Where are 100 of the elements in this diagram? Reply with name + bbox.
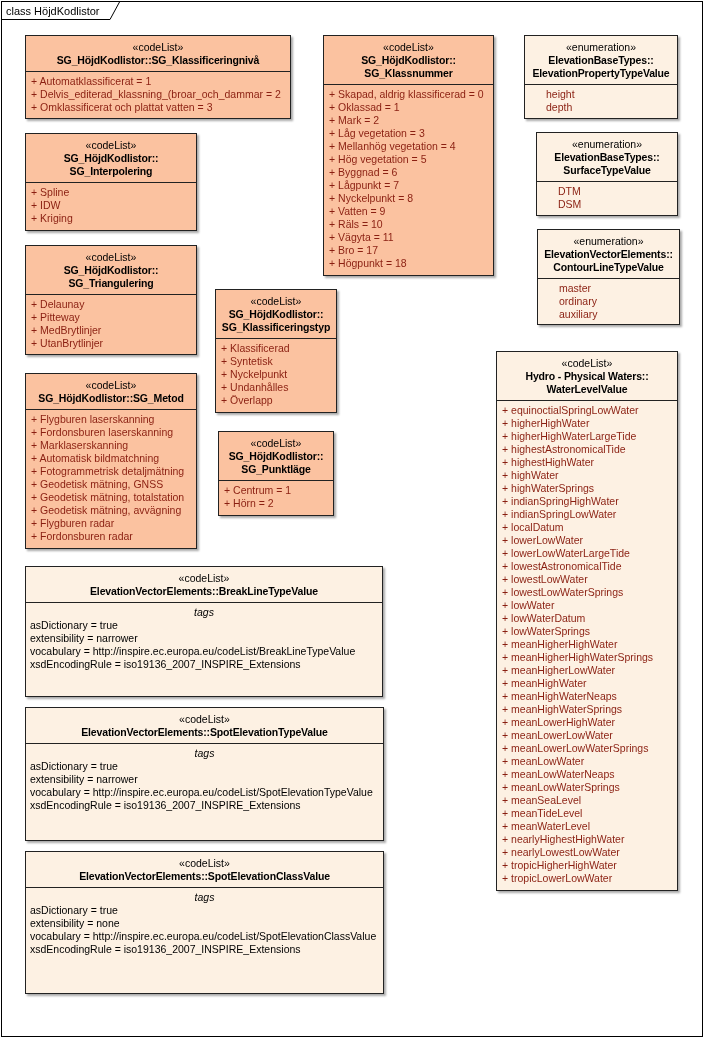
attribute-text: + Delaunay [30, 298, 86, 311]
attribute-text: + Nyckelpunkt [220, 368, 289, 381]
attribute-text: + highWaterSprings [501, 482, 596, 495]
attribute-text: + meanHighWaterNeaps [501, 690, 618, 703]
tag-value: xsdEncodingRule = iso19136_2007_INSPIRE_Extensions [29, 658, 302, 671]
attribute-text: + higherHighWater [501, 417, 591, 430]
attribute-text: + lowestAstronomicalTide [501, 560, 623, 573]
enum-literal: ordinary [558, 295, 598, 308]
stereotype-label: «codeList» [249, 295, 303, 308]
tag-value: extensibility = none [29, 917, 121, 930]
attribute-text: + highestHighWater [501, 456, 596, 469]
attribute-text: + Vatten = 9 [328, 205, 387, 218]
attribute-text: + Flygburen laserskanning [30, 413, 156, 426]
attribute-text: + Fordonsburen laserskanning [30, 426, 175, 439]
tag-value: vocabulary = http://inspire.ec.europa.eu/codeList/SpotElevationClassValue [29, 930, 378, 943]
attribute-text: + meanHigherHighWater [501, 638, 619, 651]
attribute-text: + Överlapp [220, 394, 274, 407]
class-name: SG_HöjdKodlistor::SG_Metod [37, 392, 185, 405]
frame-title: class HöjdKodlistor [6, 5, 100, 17]
class-name: Hydro - Physical Waters:: WaterLevelValue [524, 370, 650, 396]
tag-value: asDictionary = true [29, 760, 119, 773]
stereotype-label: «codeList» [178, 713, 231, 726]
attribute-text: + equinoctialSpringLowWater [501, 404, 640, 417]
tag-value: asDictionary = true [29, 619, 119, 632]
tag-value: extensibility = narrower [29, 773, 139, 786]
class-name: SG_HöjdKodlistor:: SG_Klassificeringstyp [220, 308, 332, 334]
stereotype-label: «codeList» [131, 41, 185, 54]
class-box [25, 566, 383, 697]
enum-literal: DTM [557, 185, 582, 198]
attribute-text: + meanHighWaterSprings [501, 703, 624, 716]
class-name: SG_HöjdKodlistor::SG_Klassificeringnivå [55, 54, 261, 67]
attribute-text: + Låg vegetation = 3 [328, 127, 426, 140]
class-name: SG_HöjdKodlistor:: SG_Triangulering [62, 264, 160, 290]
attribute-text: + Klassificerad [220, 342, 291, 355]
attribute-text: + Omklassificerat och plattat vatten = 3 [30, 101, 214, 114]
attribute-text: + Vägyta = 11 [328, 231, 395, 244]
class-box [25, 35, 291, 119]
attribute-text: + Byggnad = 6 [328, 166, 399, 179]
attribute-text: + Skapad, aldrig klassificerad = 0 [328, 88, 485, 101]
stereotype-label: «codeList» [560, 357, 614, 370]
attribute-text: + Geodetisk mätning, GNSS [30, 478, 165, 491]
attribute-text: + Undanhålles [220, 381, 290, 394]
attribute-text: + Räls = 10 [328, 218, 384, 231]
attribute-text: + Automatklassificerat = 1 [30, 75, 153, 88]
attribute-text: + Centrum = 1 [223, 484, 293, 497]
attribute-text: + Geodetisk mätning, avvägning [30, 504, 183, 517]
tag-value: vocabulary = http://inspire.ec.europa.eu/codeList/SpotElevationTypeValue [29, 786, 374, 799]
enum-literal: DSM [557, 198, 583, 211]
enum-literal: depth [545, 101, 574, 114]
attribute-text: + lowestLowWaterSprings [501, 586, 625, 599]
tag-value: asDictionary = true [29, 904, 119, 917]
tags-heading: tags [193, 891, 216, 904]
class-box [25, 707, 384, 841]
stereotype-label: «codeList» [84, 251, 138, 264]
attribute-text: + highestAstronomicalTide [501, 443, 627, 456]
attribute-text: + Hörn = 2 [223, 497, 275, 510]
attribute-text: + Delvis_editerad_klassning_(broar_och_dammar = 2 [30, 88, 282, 101]
attribute-text: + meanTideLevel [501, 807, 584, 820]
tag-value: vocabulary = http://inspire.ec.europa.eu/codeList/BreakLineTypeValue [29, 645, 357, 658]
class-name: ElevationVectorElements::SpotElevationTypeValue [80, 726, 329, 739]
class-name: SG_HöjdKodlistor:: SG_Klassnummer [360, 54, 457, 80]
tag-value: xsdEncodingRule = iso19136_2007_INSPIRE_Extensions [29, 799, 302, 812]
attribute-text: + lowestLowWater [501, 573, 589, 586]
attribute-text: + lowWater [501, 599, 556, 612]
attribute-text: + meanLowerHighWater [501, 716, 617, 729]
attribute-text: + Syntetisk [220, 355, 274, 368]
attribute-text: + Mark = 2 [328, 114, 381, 127]
attribute-text: + localDatum [501, 521, 565, 534]
attribute-text: + meanHigherLowWater [501, 664, 617, 677]
attribute-text: + tropicLowerLowWater [501, 872, 614, 885]
class-box [496, 351, 678, 891]
stereotype-label: «enumeration» [572, 235, 645, 248]
attribute-text: + meanLowerLowWater [501, 729, 614, 742]
attribute-text: + lowWaterSprings [501, 625, 592, 638]
class-name: SG_HöjdKodlistor:: SG_Punktläge [227, 450, 325, 476]
stereotype-label: «codeList» [177, 572, 231, 585]
attribute-text: + meanWaterLevel [501, 820, 592, 833]
attribute-text: + meanLowWaterNeaps [501, 768, 616, 781]
attribute-text: + meanLowWater [501, 755, 586, 768]
attribute-text: + tropicHigherHighWater [501, 859, 618, 872]
attribute-text: + Högpunkt = 18 [328, 257, 408, 270]
class-box [25, 245, 197, 355]
enum-literal: auxiliary [558, 308, 599, 321]
attribute-text: + lowerLowWater [501, 534, 585, 547]
attribute-text: + Lågpunkt = 7 [328, 179, 401, 192]
attribute-text: + Marklaserskanning [30, 439, 130, 452]
tag-value: xsdEncodingRule = iso19136_2007_INSPIRE_Extensions [29, 943, 302, 956]
class-box [536, 132, 678, 216]
attribute-text: + meanSeaLevel [501, 794, 583, 807]
class-box [323, 35, 494, 276]
class-box [25, 851, 384, 994]
class-box [25, 133, 197, 231]
attribute-text: + Spline [30, 186, 71, 199]
class-name: ElevationVectorElements::SpotElevationClassValue [78, 870, 331, 883]
attribute-text: + meanLowerLowWaterSprings [501, 742, 650, 755]
attribute-text: + meanHigherHighWaterSprings [501, 651, 655, 664]
stereotype-label: «codeList» [84, 379, 138, 392]
stereotype-label: «enumeration» [564, 41, 638, 54]
attribute-text: + higherHighWaterLargeTide [501, 430, 638, 443]
tag-value: extensibility = narrower [29, 632, 139, 645]
